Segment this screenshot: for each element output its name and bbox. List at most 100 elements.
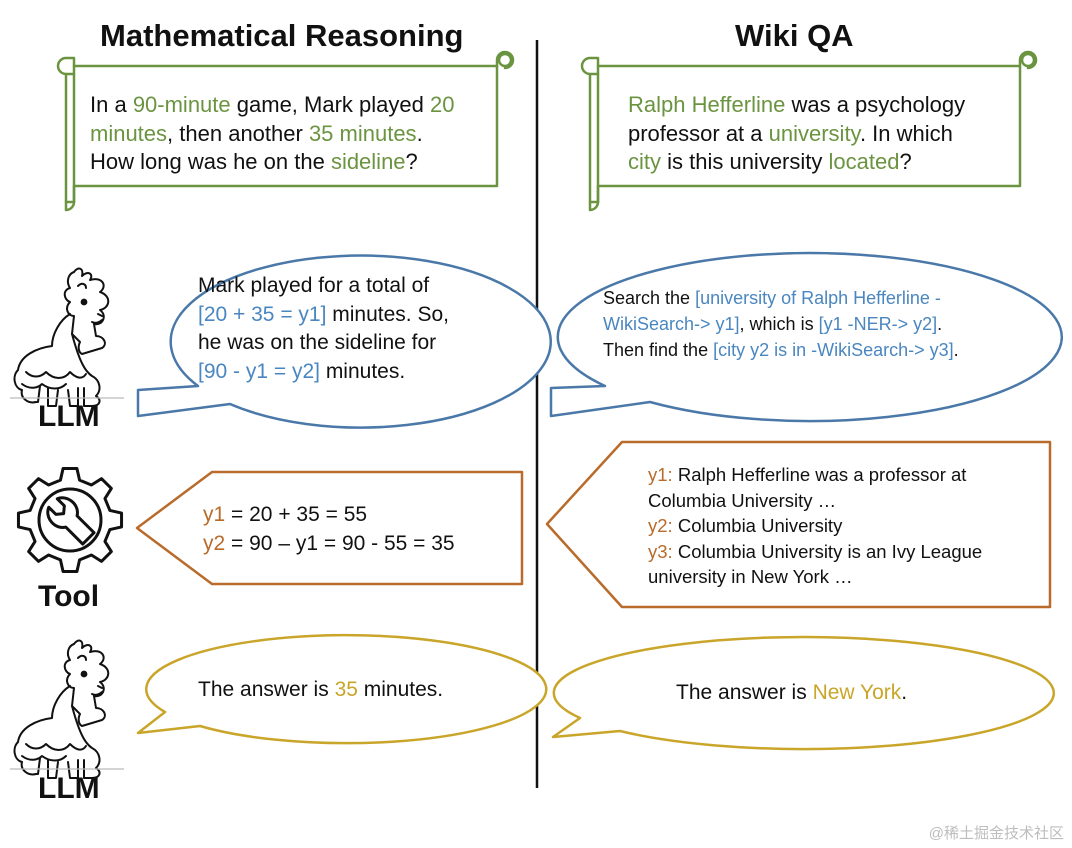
text-segment: [city y2 is in -WikiSearch-> y3] — [713, 340, 954, 360]
text-line: minutes, then another 35 minutes. — [90, 120, 454, 149]
text-segment: Mark played for a total of — [198, 274, 430, 297]
text-line: The answer is 35 minutes. — [198, 676, 443, 704]
text-segment: 90-minute — [132, 92, 231, 117]
wiki-answer-text: The answer is New York. — [676, 679, 907, 707]
text-line: y3: Columbia University is an Ivy League — [648, 539, 982, 565]
text-segment: = 90 – y1 = 90 - 55 = 35 — [225, 532, 455, 555]
text-line: professor at a university. In which — [628, 120, 965, 149]
text-segment: city — [628, 149, 661, 174]
text-segment: . — [416, 120, 423, 146]
text-segment: sideline — [330, 149, 406, 174]
text-line: Mark played for a total of — [198, 272, 449, 301]
wiki-llm-bubble — [549, 251, 1064, 423]
text-segment: y1: — [648, 464, 673, 485]
math-llm-reasoning-text: Mark played for a total of [20 + 35 = y1]… — [198, 272, 449, 386]
text-line: y2: Columbia University — [648, 513, 982, 539]
text-segment: is this university — [661, 149, 829, 174]
text-segment: y3: — [648, 540, 673, 562]
text-segment: university — [768, 120, 860, 146]
text-line: WikiSearch-> y1], which is [y1 -NER-> y2… — [603, 311, 959, 337]
text-segment: 20 — [429, 92, 455, 117]
alpaca-icon — [13, 267, 110, 407]
text-line: [90 - y1 = y2] minutes. — [198, 358, 449, 387]
tool-label: Tool — [38, 580, 100, 613]
wiki-heading: Wiki QA — [735, 18, 854, 53]
text-line: city is this university located? — [628, 148, 965, 177]
text-segment: y2: — [648, 515, 673, 537]
text-segment: , then another — [167, 120, 309, 146]
math-llm-bubble — [136, 254, 552, 429]
text-line: y1: Ralph Hefferline was a professor at — [648, 462, 982, 488]
text-segment: The answer is — [198, 678, 335, 701]
text-segment: game, Mark played — [230, 92, 430, 117]
text-segment: y1 — [203, 503, 226, 526]
text-line: he was on the sideline for — [198, 329, 449, 358]
math-answer-text: The answer is 35 minutes. — [198, 676, 443, 704]
math-tool-callout — [135, 470, 524, 586]
text-segment: [y1 -NER-> y2] — [818, 314, 938, 334]
math-answer-bubble — [136, 633, 548, 745]
text-segment: ? — [899, 149, 912, 174]
alpaca-icon-bottom — [13, 639, 110, 779]
wiki-answer-bubble — [551, 635, 1055, 751]
text-segment: Columbia University … — [648, 489, 837, 511]
math-heading: Mathematical Reasoning — [100, 18, 464, 53]
text-segment: New York — [812, 681, 902, 704]
text-line: In a 90-minute game, Mark played 20 — [90, 91, 454, 120]
text-segment: y2 — [203, 532, 226, 555]
wiki-question-scroll — [580, 50, 1038, 212]
text-segment: [20 + 35 = y1] — [198, 302, 327, 326]
text-line: y2 = 90 – y1 = 90 - 55 = 35 — [203, 529, 455, 558]
text-segment: = 20 + 35 = 55 — [225, 503, 368, 526]
text-segment: In a — [90, 92, 133, 117]
text-line: y1 = 20 + 35 = 55 — [203, 500, 455, 529]
text-segment: ? — [405, 149, 418, 174]
text-line: The answer is New York. — [676, 679, 907, 707]
text-segment: . — [901, 681, 908, 704]
wiki-llm-reasoning-text: Search the [university of Ralph Hefferli… — [603, 285, 959, 363]
text-segment: Then find the — [603, 340, 714, 360]
text-segment: was a psychology — [785, 92, 966, 117]
text-segment: , which is — [739, 314, 819, 334]
text-line: Then find the [city y2 is in -WikiSearch… — [603, 337, 959, 363]
text-segment: minutes. — [357, 678, 444, 701]
text-segment: 35 — [334, 678, 358, 701]
text-segment: minutes. — [319, 359, 406, 383]
llm-label: LLM — [38, 400, 100, 433]
text-line: [20 + 35 = y1] minutes. So, — [198, 301, 449, 330]
math-question-scroll — [56, 50, 515, 212]
text-segment: minutes. So, — [326, 302, 449, 326]
gear-wrench-icon — [16, 466, 124, 574]
watermark: @稀土掘金技术社区 — [928, 825, 1064, 842]
text-segment: 35 minutes — [308, 120, 417, 146]
text-segment: Search the — [603, 288, 696, 308]
wiki-tool-callout — [545, 440, 1052, 609]
text-segment: he was on the sideline for — [198, 331, 437, 354]
text-line: Search the [university of Ralph Hefferli… — [603, 285, 959, 311]
text-segment: How long was he on the — [90, 149, 331, 174]
text-line: Ralph Hefferline was a psychology — [628, 91, 965, 120]
text-line: How long was he on the sideline? — [90, 148, 454, 177]
text-line: university in New York … — [648, 564, 982, 590]
text-segment: located — [828, 149, 900, 174]
text-segment: [90 - y1 = y2] — [198, 359, 320, 383]
llm-label-bottom: LLM — [38, 772, 100, 805]
text-segment: . — [953, 340, 959, 360]
text-segment: Ralph Hefferline — [628, 92, 786, 117]
text-segment: professor at a — [628, 120, 769, 146]
text-segment: . In which — [859, 120, 953, 146]
text-segment: [university of Ralph Hefferline - — [695, 288, 941, 308]
text-segment: WikiSearch-> y1] — [603, 314, 740, 334]
text-segment: university in New York … — [648, 566, 853, 588]
text-segment: Columbia University — [672, 515, 843, 537]
text-segment: The answer is — [676, 681, 813, 704]
text-segment: Columbia University is an Ivy League — [672, 540, 983, 562]
text-line: Columbia University … — [648, 488, 982, 514]
text-segment: minutes — [90, 120, 168, 146]
text-segment: Ralph Hefferline was a professor at — [672, 464, 967, 485]
